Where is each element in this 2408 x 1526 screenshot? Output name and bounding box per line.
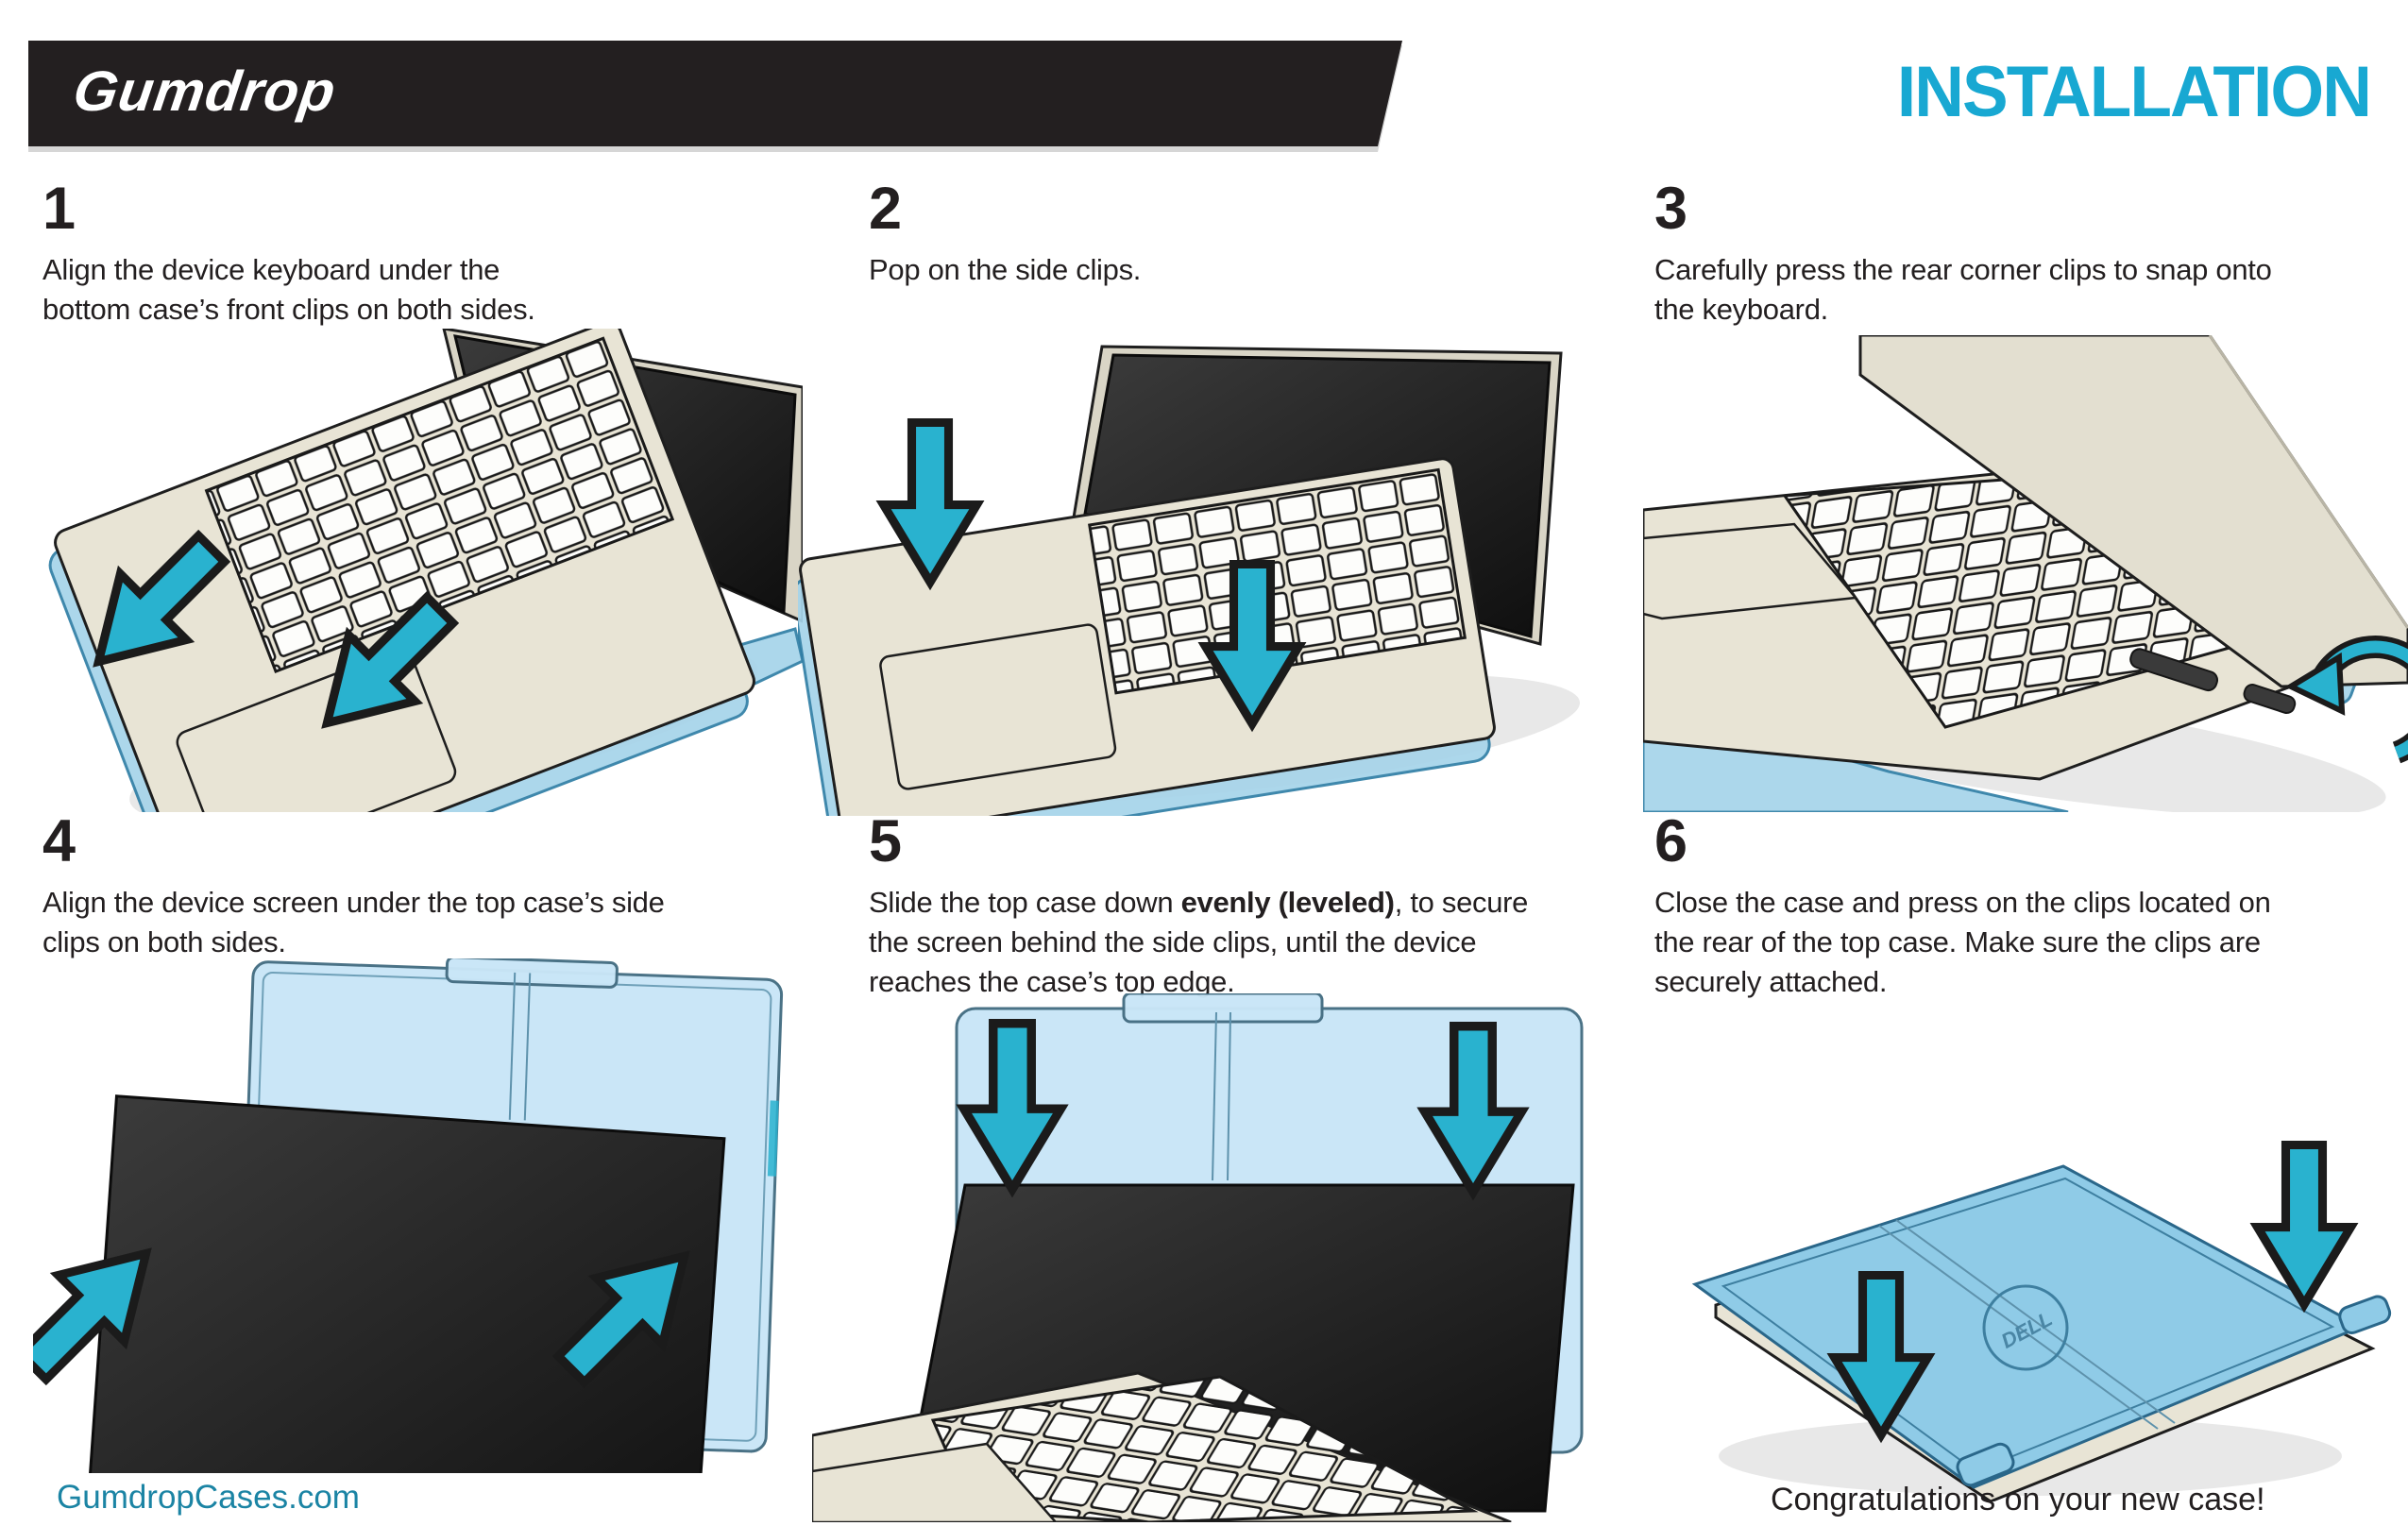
trackpad <box>812 1442 1058 1522</box>
step-number: 3 <box>1654 176 1688 242</box>
footer-website-link[interactable]: GumdropCases.com <box>57 1479 360 1516</box>
step-number: 4 <box>42 808 76 874</box>
side-port <box>2129 648 2219 692</box>
step-3: 3 Carefully press the rear corner clips … <box>1654 179 2391 330</box>
step-text: Close the case and press on the clips lo… <box>1654 886 2271 998</box>
step-1: 1 Align the device keyboard under the bo… <box>42 179 798 330</box>
step-number: 2 <box>869 176 903 242</box>
curved-press-arrow-icon <box>2284 636 2408 764</box>
step-text: Align the device screen under the top ca… <box>42 886 665 958</box>
hinge-tab <box>1122 993 1324 1024</box>
step-3-illustration <box>1643 335 2408 812</box>
page-title: INSTALLATION <box>1896 52 2372 132</box>
camera-tab <box>445 958 619 989</box>
device-logo-ring <box>1982 1284 2069 1371</box>
rear-corner-clip <box>2338 1295 2392 1334</box>
step-text: Pop on the side clips. <box>869 253 1142 286</box>
front-corner-clip <box>1956 1442 2015 1487</box>
step-2-illustration <box>798 345 1581 816</box>
step-1-illustration <box>48 329 803 812</box>
step-number: 5 <box>869 808 903 874</box>
trackpad <box>879 623 1117 790</box>
closed-top-case: DELL <box>1691 1164 2392 1489</box>
side-clip <box>767 1100 779 1177</box>
step-number: 1 <box>42 176 76 242</box>
laptop-lid <box>1858 335 2408 688</box>
step-number: 6 <box>1654 808 1688 874</box>
step-6: 6 Close the case and press on the clips … <box>1654 812 2391 1002</box>
step-4-illustration <box>33 958 784 1473</box>
step-6-illustration: DELL <box>1691 1086 2392 1501</box>
footer-congrats-text: Congratulations on your new case! <box>1771 1482 2265 1518</box>
step-5-illustration <box>812 993 1584 1522</box>
banner <box>28 41 1402 146</box>
brand-logo: Gumdrop <box>69 59 341 123</box>
keyboard <box>204 336 675 673</box>
header-banner: Gumdrop <box>28 41 1402 152</box>
step-4: 4 Align the device screen under the top … <box>42 812 798 962</box>
step-text: Slide the top case down evenly (leveled)… <box>869 886 1529 998</box>
device-screen-panel <box>82 1094 726 1473</box>
step-2: 2 Pop on the side clips. <box>869 179 1624 290</box>
trackpad <box>1643 522 1858 620</box>
step-5: 5 Slide the top case down evenly (levele… <box>869 812 1624 1002</box>
step-text: Carefully press the rear corner clips to… <box>1654 253 2272 326</box>
laptop-deck-group <box>812 1371 1512 1522</box>
laptop-deck-group <box>798 457 1496 816</box>
step-text: Align the device keyboard under the bott… <box>42 253 535 326</box>
side-port <box>2243 684 2297 715</box>
